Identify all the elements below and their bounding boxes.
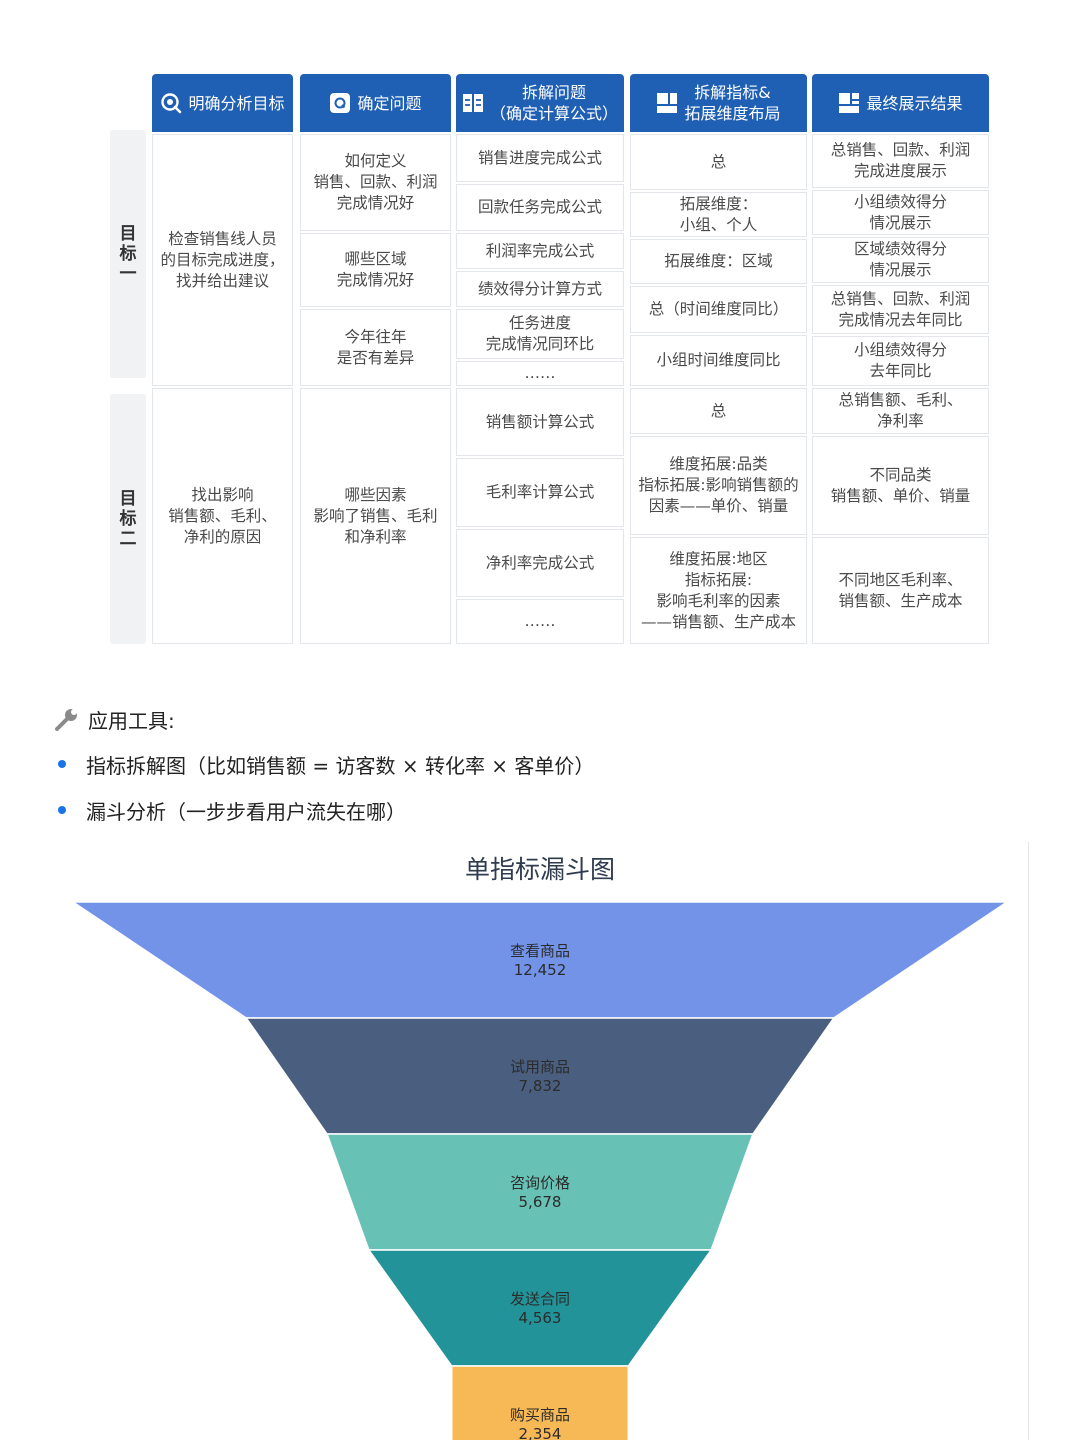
funnel-stage-value: 2,354 bbox=[519, 1425, 562, 1440]
funnel-stage-value: 4,563 bbox=[519, 1309, 562, 1327]
split-list-icon bbox=[463, 94, 483, 112]
funnel-stage-label: 查看商品 bbox=[510, 942, 570, 960]
divider bbox=[1028, 842, 1029, 1440]
result-cell: 不同品类 销售额、单价、销量 bbox=[812, 436, 989, 535]
funnel-segment-2 bbox=[244, 1017, 836, 1135]
dimension-cell: 小组时间维度同比 bbox=[630, 335, 807, 386]
question-cell: 哪些区域 完成情况好 bbox=[300, 233, 451, 307]
result-cell: 小组绩效得分 去年同比 bbox=[812, 336, 989, 386]
layout-grid-icon bbox=[657, 93, 678, 113]
funnel-stage-value: 5,678 bbox=[519, 1193, 562, 1211]
dimension-cell: 维度拓展:地区 指标拓展: 影响毛利率的因素 ——销售额、生产成本 bbox=[630, 537, 807, 644]
header-analysis-goal: 明确分析目标 bbox=[152, 74, 293, 132]
question-cell: 如何定义 销售、回款、利润 完成情况好 bbox=[300, 134, 451, 231]
header-label: 最终展示结果 bbox=[866, 93, 963, 113]
result-cell: 总销售、回款、利润 完成进度展示 bbox=[812, 134, 989, 188]
goal-label-1: 目标一 bbox=[110, 130, 146, 378]
bullet-dot bbox=[58, 806, 66, 814]
tool-item-text: 指标拆解图（比如销售额 = 访客数 × 转化率 × 客单价） bbox=[86, 753, 595, 778]
result-cell: 总销售、回款、利润 完成情况去年同比 bbox=[812, 285, 989, 334]
header-label: 拆解指标& 拓展维度布局 bbox=[684, 83, 781, 123]
funnel-stage-value: 7,832 bbox=[519, 1077, 562, 1095]
dimension-cell: 总 bbox=[630, 388, 807, 434]
funnel-segment-3 bbox=[325, 1133, 755, 1251]
formula-cell: 利润率完成公式 bbox=[456, 233, 624, 269]
goal-label-2: 目标二 bbox=[110, 394, 146, 644]
header-split-metrics: 拆解指标& 拓展维度布局 bbox=[630, 74, 807, 132]
dimension-cell: 总（时间维度同比） bbox=[630, 286, 807, 333]
dimension-cell: 总 bbox=[630, 134, 807, 190]
chart-title: 单指标漏斗图 bbox=[464, 855, 615, 884]
funnel-segment-1 bbox=[70, 901, 1010, 1019]
funnel-stage-label: 发送合同 bbox=[510, 1290, 570, 1308]
header-define-question: 确定问题 bbox=[300, 74, 451, 132]
header-label: 确定问题 bbox=[357, 93, 422, 113]
formula-cell: 回款任务完成公式 bbox=[456, 184, 624, 231]
tool-item-text: 漏斗分析（一步步看用户流失在哪） bbox=[86, 799, 406, 824]
header-split-question: 拆解问题 （确定计算公式） bbox=[456, 74, 624, 132]
question-cell: 哪些因素 影响了销售、毛利 和净利率 bbox=[300, 388, 451, 644]
tools-title: 应用工具: bbox=[88, 708, 175, 733]
result-cell: 小组绩效得分 情况展示 bbox=[812, 190, 989, 235]
analysis-table: 明确分析目标 确定问题 拆解问题 （确定计算公式） 拆解指标& 拓展维度布局 bbox=[0, 0, 1080, 660]
objective-cell: 检查销售线人员 的目标完成进度， 找并给出建议 bbox=[152, 134, 293, 386]
formula-cell: 绩效得分计算方式 bbox=[456, 271, 624, 307]
formula-cell: 任务进度 完成情况同环比 bbox=[456, 309, 624, 359]
formula-cell: …… bbox=[456, 361, 624, 386]
tool-item: 漏斗分析（一步步看用户流失在哪） bbox=[58, 795, 406, 825]
tools-heading: 应用工具: bbox=[54, 704, 175, 734]
formula-cell: 净利率完成公式 bbox=[456, 529, 624, 597]
result-cell: 总销售额、毛利、 净利率 bbox=[812, 388, 989, 434]
header-label: 明确分析目标 bbox=[188, 93, 285, 113]
question-box-icon bbox=[330, 93, 351, 113]
header-final-result: 最终展示结果 bbox=[812, 74, 989, 132]
dashboard-icon bbox=[839, 93, 860, 113]
objective-cell: 找出影响 销售额、毛利、 净利的原因 bbox=[152, 388, 293, 644]
formula-cell: 销售额计算公式 bbox=[456, 388, 624, 456]
funnel-stage-label: 购买商品 bbox=[510, 1406, 570, 1424]
formula-cell: 毛利率计算公式 bbox=[456, 458, 624, 527]
header-label: 拆解问题 （确定计算公式） bbox=[490, 83, 619, 123]
formula-cell: …… bbox=[456, 599, 624, 644]
target-search-icon bbox=[161, 93, 182, 114]
dimension-cell: 拓展维度：区域 bbox=[630, 239, 807, 284]
formula-cell: 销售进度完成公式 bbox=[456, 134, 624, 182]
funnel-stage-label: 试用商品 bbox=[510, 1058, 570, 1076]
question-cell: 今年往年 是否有差异 bbox=[300, 309, 451, 386]
dimension-cell: 维度拓展:品类 指标拓展:影响销售额的 因素——单价、销量 bbox=[630, 436, 807, 535]
funnel-segment-5 bbox=[450, 1365, 630, 1440]
result-cell: 区域绩效得分 情况展示 bbox=[812, 237, 989, 283]
wrench-icon bbox=[55, 709, 77, 731]
tool-item: 指标拆解图（比如销售额 = 访客数 × 转化率 × 客单价） bbox=[58, 749, 594, 779]
funnel-stage-label: 咨询价格 bbox=[510, 1174, 570, 1192]
funnel-segment-4 bbox=[367, 1249, 713, 1367]
dimension-cell: 拓展维度： 小组、个人 bbox=[630, 192, 807, 237]
funnel-stage-value: 12,452 bbox=[514, 961, 567, 979]
result-cell: 不同地区毛利率、 销售额、生产成本 bbox=[812, 537, 989, 644]
bullet-dot bbox=[58, 760, 66, 768]
